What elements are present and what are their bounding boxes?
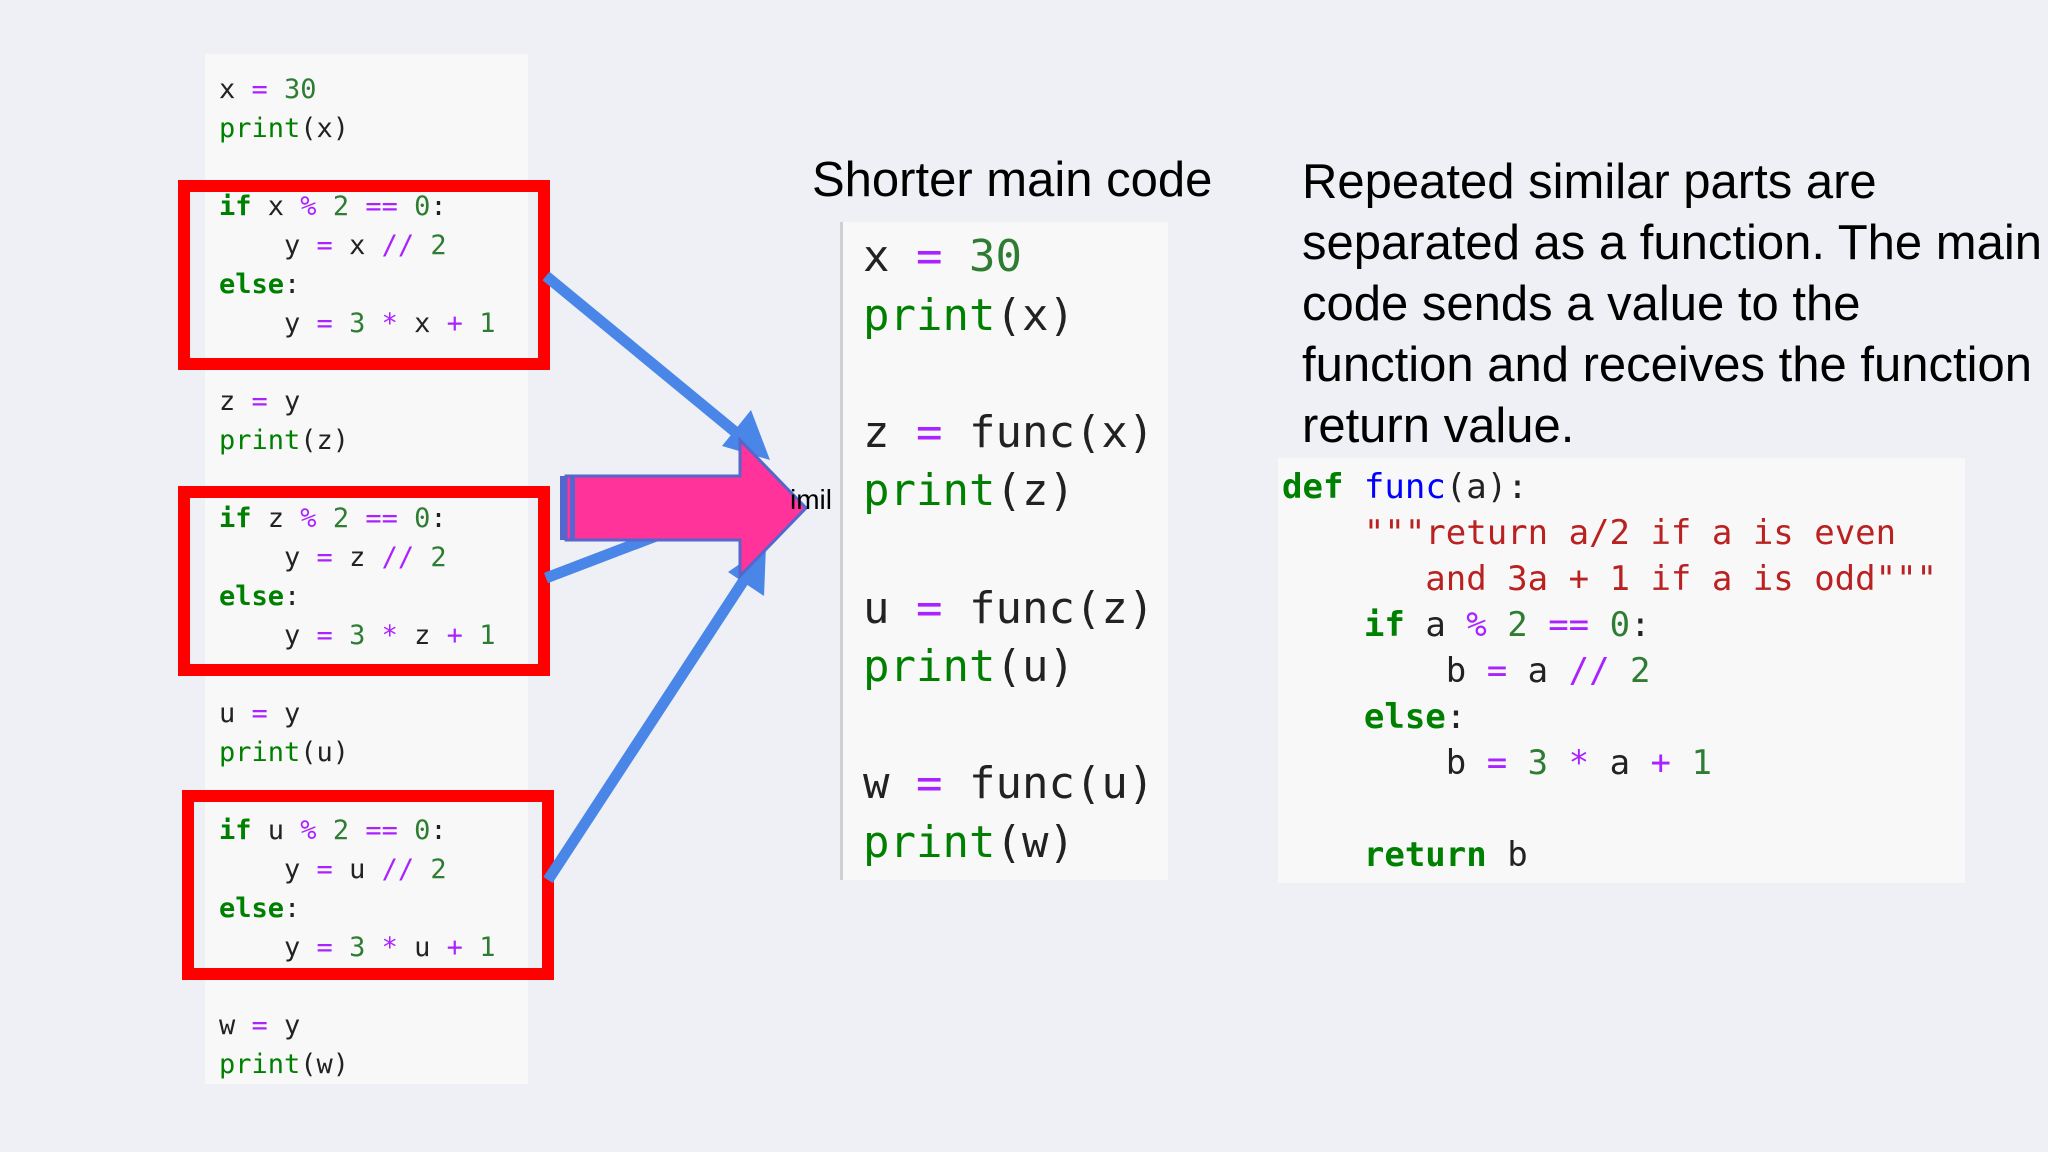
function-code: def func(a): """return a/2 if a is even … (1282, 467, 1938, 875)
pink-arrow (560, 436, 809, 580)
original-code-panel: x = 30 print(x) if x % 2 == 0: y = x // … (205, 54, 528, 1084)
function-code-panel: def func(a): """return a/2 if a is even … (1278, 458, 1965, 883)
blue-arrow-3 (543, 546, 766, 884)
original-code: x = 30 print(x) if x % 2 == 0: y = x // … (219, 74, 496, 1080)
main-code: x = 30 print(x) z = func(x) print(z) u =… (863, 231, 1155, 868)
highlight-box-2 (178, 486, 550, 676)
highlight-box-3 (182, 790, 554, 980)
stray-text: imil (790, 484, 832, 515)
blue-arrow-1 (542, 271, 770, 460)
description-text: Repeated similar parts are separated as … (1302, 155, 2043, 453)
highlight-box-1 (178, 180, 550, 370)
main-code-title: Shorter main code (812, 153, 1213, 207)
main-code-panel: x = 30 print(x) z = func(x) print(z) u =… (840, 222, 1168, 880)
